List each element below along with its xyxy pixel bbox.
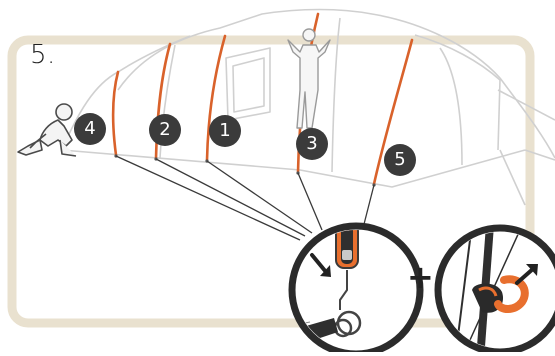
- pole-badge-1: 1: [209, 115, 241, 147]
- pole-badge-3: 3: [296, 128, 328, 160]
- pole-badge-5: 5: [384, 144, 416, 176]
- pole-hook-zoom: [438, 225, 555, 352]
- pole-badge-4: 4: [74, 113, 106, 145]
- pole-badge-2: 2: [149, 114, 181, 146]
- pole-pin-zoom: [292, 220, 420, 352]
- plus-symbol: +: [407, 261, 434, 293]
- step-number-label: 5.: [30, 40, 56, 70]
